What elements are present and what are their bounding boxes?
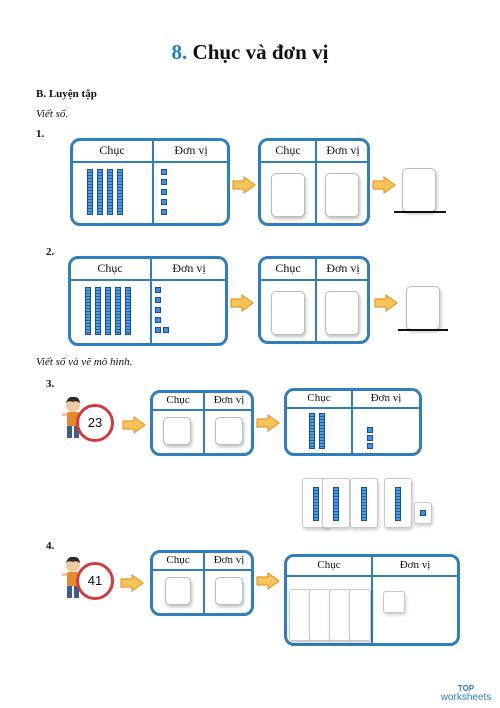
unit-cube [161,179,167,185]
tens-rod [319,413,325,449]
logo-bottom-text: worksheets [440,692,492,703]
ones-header: Đơn vị [370,392,402,404]
ones-header: Đơn vị [213,394,245,406]
title-number: 8. [171,40,188,64]
right-arrow-icon [120,574,144,592]
tens-answer-box[interactable] [271,291,305,335]
tens-rod [107,169,113,215]
exercise-3-number: 3. [46,378,55,390]
exercise-1-number-answer-box[interactable] [402,168,436,212]
tens-rod [333,487,339,521]
exercise-3-answer-table: Chục Đơn vị [150,390,254,456]
exercise-4-number: 4. [46,540,55,552]
tens-header: Chục [275,261,301,275]
logo-top-text: TOP [457,684,475,693]
exercise-1-answer-table: Chục Đơn vị [258,138,370,226]
right-arrow-icon [256,414,280,432]
given-number-badge: 41 [76,562,114,600]
tens-rod-card[interactable] [350,478,378,528]
drop-slot[interactable] [383,591,405,613]
tens-rod-card[interactable] [322,478,350,528]
page-title: 8. Chục và đơn vị [0,40,500,65]
unit-cube [161,169,167,175]
unit-cube [155,307,161,313]
tens-header: Chục [275,143,301,157]
tens-header: Chục [166,394,190,406]
exercise-2-number-answer-box[interactable] [406,286,440,330]
exercise-3-model-table: Chục Đơn vị [284,388,422,456]
unit-cube [155,317,161,323]
exercise-2-number: 2. [46,246,55,258]
unit-cube [367,435,373,441]
drop-slot[interactable] [289,589,311,641]
answer-line [394,211,446,213]
unit-cube [420,510,426,516]
tens-header: Chục [307,392,331,404]
tens-rod [313,487,319,521]
right-arrow-icon [372,176,396,194]
tens-rod-card[interactable] [384,478,412,528]
section-heading: B. Luyện tập [36,88,97,100]
ones-answer-box[interactable] [215,417,243,445]
tens-rod [87,169,93,215]
exercise-2-answer-table: Chục Đơn vị [258,256,370,344]
unit-cube [163,327,169,333]
right-arrow-icon [122,416,146,434]
tens-rod [115,287,121,335]
exercise-4-answer-table: Chục Đơn vị [150,550,254,616]
given-number-badge: 23 [76,404,114,442]
right-arrow-icon [232,176,256,194]
tens-answer-box[interactable] [165,577,191,605]
exercise-1-model-table: Chục Đơn vị [70,138,230,226]
tens-answer-box[interactable] [163,417,191,445]
unit-cube-card[interactable] [414,502,432,524]
tens-rod [105,287,111,335]
tens-header: Chục [166,554,190,566]
right-arrow-icon [374,294,398,312]
unit-cube [155,297,161,303]
tens-rod [395,487,401,521]
unit-cube [161,209,167,215]
unit-cube [161,199,167,205]
instruction-write-number: Viết số. [36,108,69,120]
tens-rod [97,169,103,215]
ones-header: Đơn vị [326,143,360,157]
drop-slot[interactable] [329,589,351,641]
title-text: Chục và đơn vị [192,40,329,64]
ones-answer-box[interactable] [325,173,359,217]
tens-rod [117,169,123,215]
tens-rod [85,287,91,335]
unit-cube [367,443,373,449]
exercise-4-model-table: Chục Đơn vị [284,554,460,646]
tens-rod [95,287,101,335]
unit-cube [367,427,373,433]
ones-answer-box[interactable] [325,291,359,335]
ones-header: Đơn vị [174,143,208,157]
unit-cube [155,327,161,333]
tens-header: Chục [99,143,125,157]
ones-header: Đơn vị [399,559,431,571]
tens-header: Chục [317,559,341,571]
answer-line [398,329,448,331]
unit-cube [161,189,167,195]
unit-cube [155,287,161,293]
topworksheets-logo: TOP worksheets [436,684,496,703]
ones-header: Đơn vị [326,261,360,275]
drop-slot[interactable] [349,589,371,641]
right-arrow-icon [256,572,280,590]
tens-rod [361,487,367,521]
ones-answer-box[interactable] [215,577,243,605]
tens-answer-box[interactable] [271,173,305,217]
exercise-2-model-table: Chục Đơn vị [68,256,228,346]
drop-slot[interactable] [309,589,331,641]
tens-rod [125,287,131,335]
instruction-write-and-draw: Viết số và vẽ mô hình. [36,356,133,368]
exercise-1-number: 1. [36,128,45,140]
ones-header: Đơn vị [213,554,245,566]
tens-header: Chục [97,261,123,275]
ones-header: Đơn vị [172,261,206,275]
tens-rod [309,413,315,449]
right-arrow-icon [230,294,254,312]
